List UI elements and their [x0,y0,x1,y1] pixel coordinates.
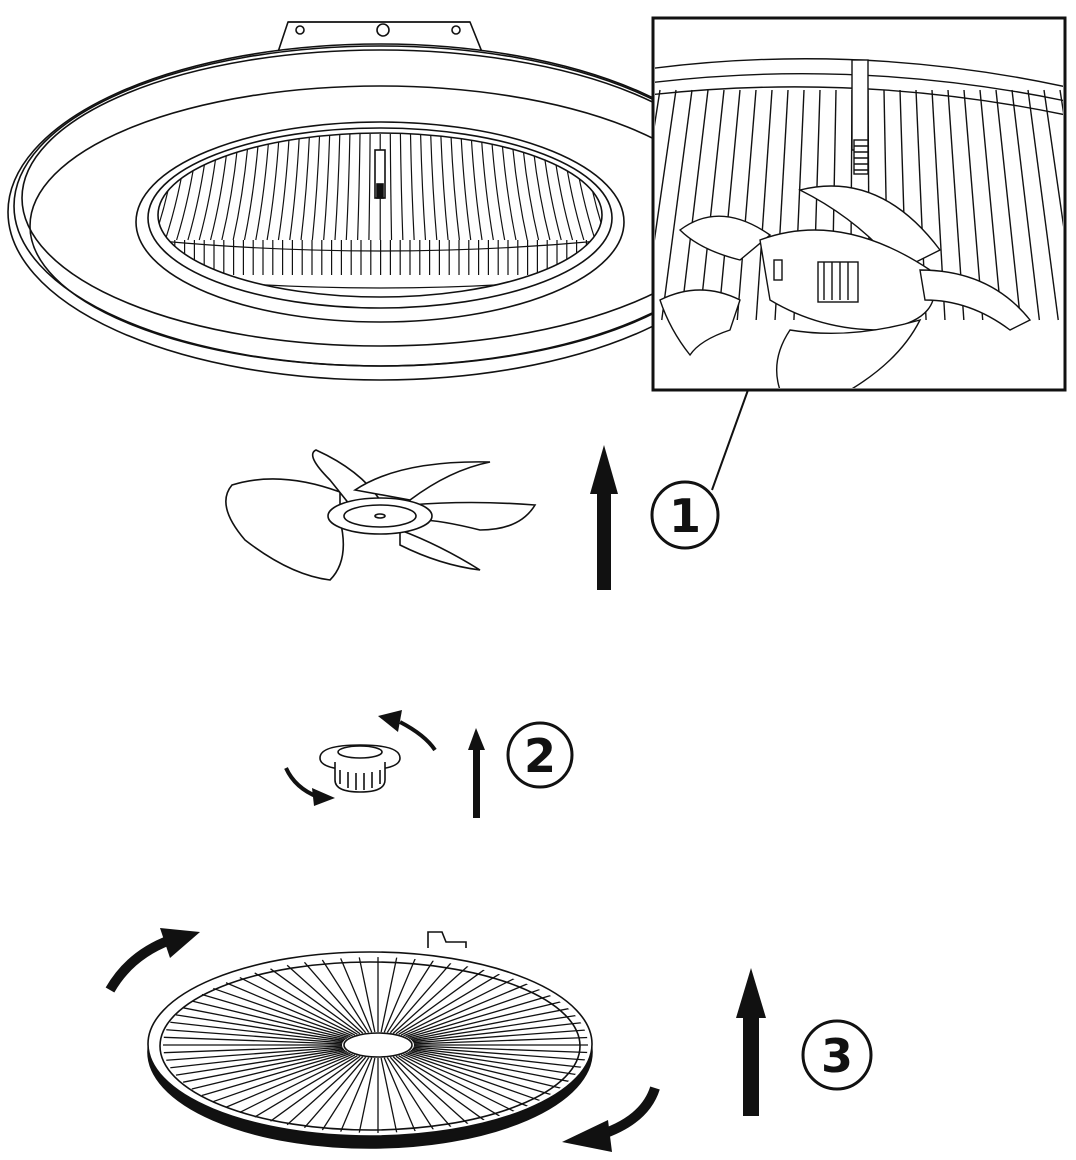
ceiling-fan-housing [7,21,753,381]
rotate-arrow-step-3-top [105,928,200,993]
rotate-arrow-step-2-bottom [284,767,335,806]
step-3-badge: 3 [801,1019,873,1091]
step-2-badge: 2 [506,721,574,789]
hub-nut [319,744,401,793]
rotate-arrow-step-2-top [378,710,437,752]
rotate-arrow-step-3-bottom [562,1086,660,1152]
diffuser-cover [147,931,593,1149]
step-1-number: 1 [669,489,701,543]
fan-blade [225,449,537,581]
arrow-up-step-1 [590,445,618,590]
step-1-badge: 1 [650,480,720,550]
detail-inset [651,16,1067,491]
arrow-up-step-3 [736,968,766,1116]
step-3-number: 3 [821,1029,853,1083]
arrow-up-step-2 [468,728,485,818]
step-2-number: 2 [524,729,556,783]
cover-spokes [163,957,588,1133]
